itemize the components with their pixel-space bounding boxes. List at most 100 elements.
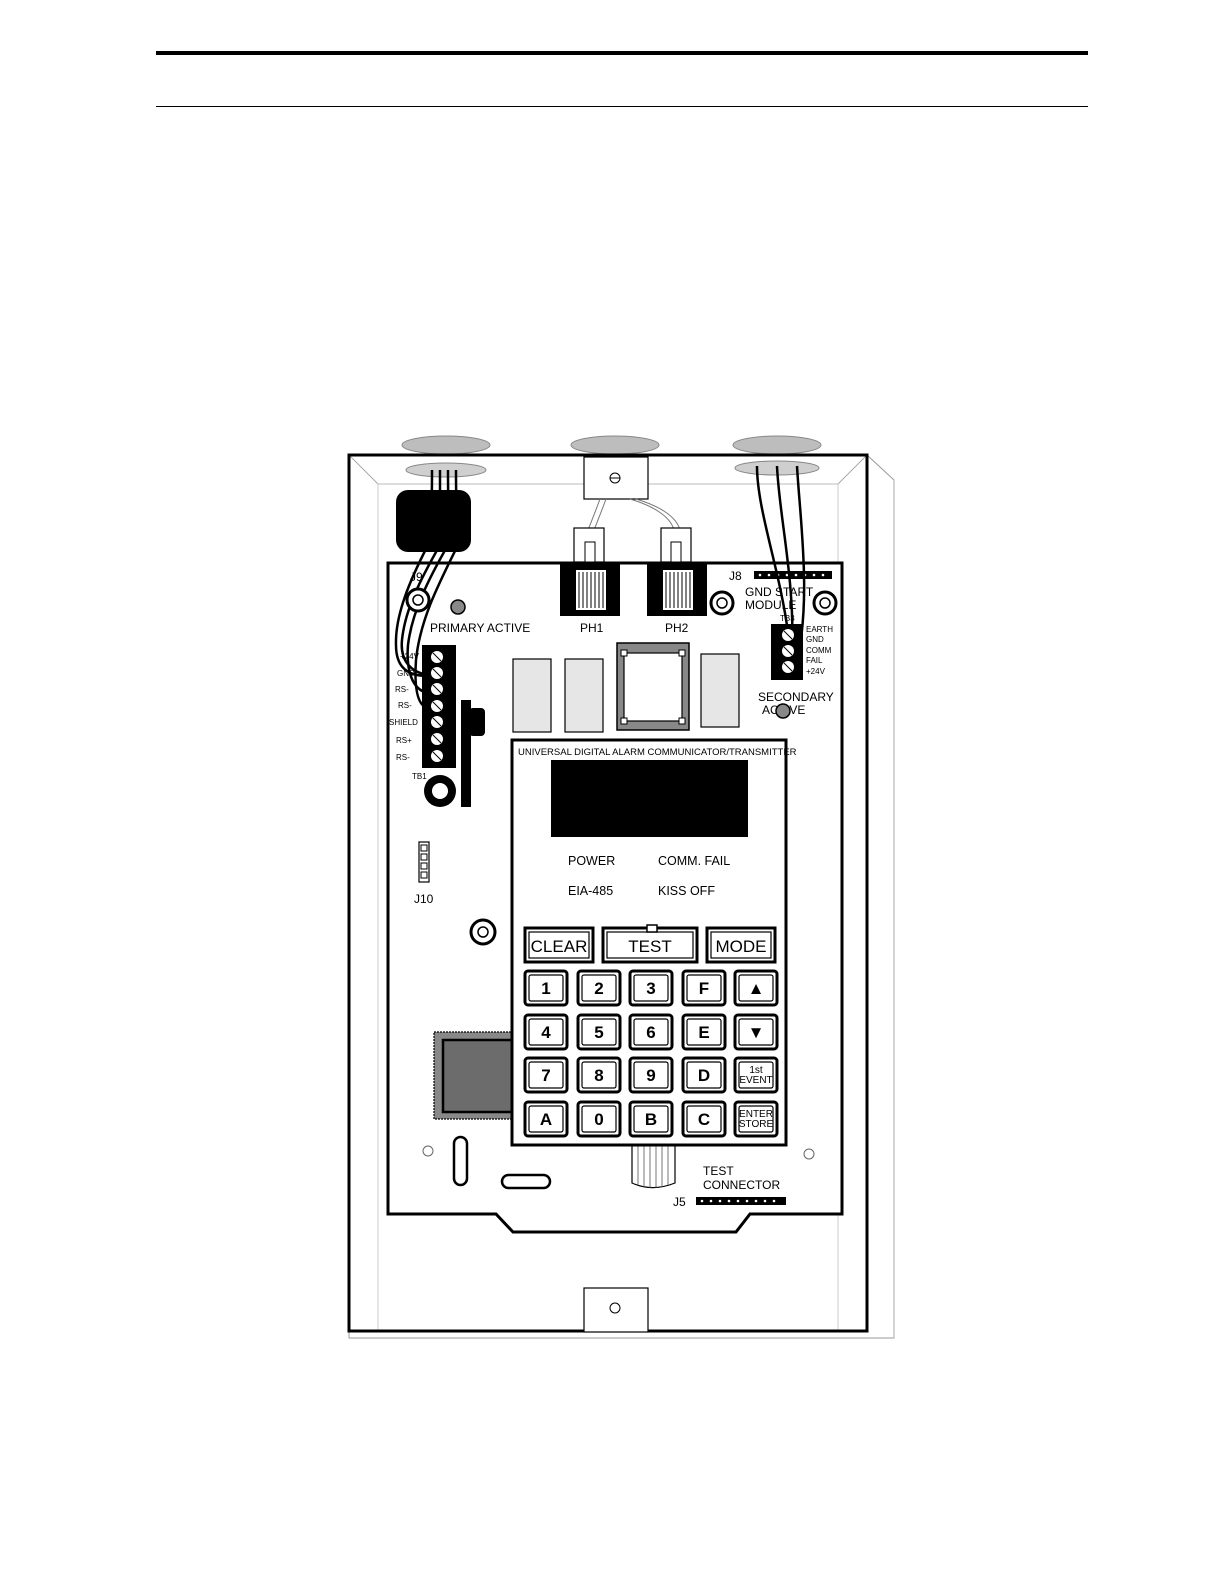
module-label: MODULE (745, 598, 796, 612)
phone-plug-ph2 (660, 527, 692, 563)
tb3-term-24v: +24V (806, 667, 826, 676)
gnd-start-label: GND START (745, 585, 814, 599)
key-down-arrow[interactable]: ▼ (733, 1013, 779, 1051)
tb3-term-gnd: GND (806, 635, 824, 644)
capacitor (424, 775, 456, 807)
tb3-term-earth: EARTH (806, 625, 833, 634)
tb1-term-rs-a: RS- (395, 685, 409, 694)
key-b[interactable]: B (628, 1100, 674, 1138)
key-d[interactable]: D (681, 1056, 727, 1094)
tb3-term-comm: COMM (806, 646, 832, 655)
keypad-top-row: CLEAR TEST MODE (523, 924, 777, 964)
key-a[interactable]: A (523, 1100, 569, 1138)
tb3-terminal-labels: EARTH GND COMM FAIL +24V (806, 625, 833, 676)
lcd-display (551, 760, 748, 837)
key-label: D (698, 1066, 710, 1085)
tb1-label: TB1 (412, 772, 427, 781)
key-label-line: EVENT (739, 1075, 772, 1086)
j10-label: J10 (414, 892, 434, 906)
key-frame (681, 1013, 727, 1051)
key-label: B (645, 1110, 657, 1129)
tb3-label: TB3 (780, 614, 795, 623)
key-0[interactable]: 0 (576, 1100, 622, 1138)
relay-components (512, 653, 740, 733)
key-face (633, 974, 669, 1002)
key-label-line: 1st (749, 1065, 763, 1076)
mode-button[interactable]: MODE (705, 926, 777, 964)
key-frame (681, 1056, 727, 1094)
key-face (633, 1018, 669, 1046)
test-label: TEST (703, 1164, 734, 1178)
key-e[interactable]: E (681, 1013, 727, 1051)
test-button[interactable]: TEST (601, 924, 699, 964)
key-face (581, 1018, 617, 1046)
tb1-term-rs-plus: RS+ (396, 736, 412, 745)
key-label: 7 (541, 1066, 550, 1085)
ph2-label: PH2 (665, 621, 689, 635)
key-7[interactable]: 7 (523, 1056, 569, 1094)
ph1-label: PH1 (580, 621, 604, 635)
key-f[interactable]: F (681, 969, 727, 1007)
key-frame (681, 1100, 727, 1138)
standoff-left-mid (469, 918, 497, 946)
key-face (686, 1061, 722, 1089)
key-frame (733, 1056, 779, 1094)
key-frame (628, 1056, 674, 1094)
j8-label: J8 (729, 569, 742, 583)
key-face (633, 1061, 669, 1089)
clear-button[interactable]: CLEAR (523, 926, 595, 964)
key-label: 4 (541, 1023, 551, 1042)
tb1-term-rs-b: RS- (398, 701, 412, 710)
key-up-arrow[interactable]: ▲ (733, 969, 779, 1007)
key-4[interactable]: 4 (523, 1013, 569, 1051)
tb3-terminal-block (771, 624, 803, 680)
key-face (528, 974, 564, 1002)
tb3-term-fail: FAIL (806, 656, 823, 665)
test-button-label: TEST (628, 937, 671, 956)
vertical-strip (461, 700, 471, 807)
ferrite-block (396, 490, 471, 552)
phone-jack-ph1 (560, 562, 620, 616)
tb1-terminal-labels: +24V GND RS- RS- SHIELD RS+ RS- (389, 652, 420, 762)
key-face (528, 1105, 564, 1133)
key-frame (576, 1056, 622, 1094)
key-frame (523, 1100, 569, 1138)
key-2[interactable]: 2 (576, 969, 622, 1007)
j10-header (418, 841, 430, 883)
led-eia485-label: EIA-485 (568, 884, 613, 898)
key-3[interactable]: 3 (628, 969, 674, 1007)
key-face (738, 1105, 774, 1133)
enclosure-knockouts (401, 435, 822, 455)
key-frame (733, 969, 779, 1007)
transformer (433, 1031, 520, 1120)
tb1-term-rs-minus: RS- (396, 753, 410, 762)
strip-tab (469, 708, 485, 736)
key-8[interactable]: 8 (576, 1056, 622, 1094)
key-face (581, 1105, 617, 1133)
top-bracket (583, 456, 649, 500)
key-6[interactable]: 6 (628, 1013, 674, 1051)
phone-jack-ph2 (647, 562, 707, 616)
key-frame (576, 969, 622, 1007)
key-frame (628, 969, 674, 1007)
j9-label: J9 (410, 570, 423, 584)
key-frame (576, 1100, 622, 1138)
key-1[interactable]: 1 (523, 969, 569, 1007)
key-label: F (699, 979, 709, 998)
key-c[interactable]: C (681, 1100, 727, 1138)
key-label: C (698, 1110, 710, 1129)
key-face (738, 1061, 774, 1089)
tb1-terminal-block (422, 645, 456, 768)
header-rule-thin (156, 106, 1088, 107)
key-9[interactable]: 9 (628, 1056, 674, 1094)
j5-header (696, 1197, 786, 1205)
key-label: ▲ (748, 979, 765, 998)
slot-vertical (452, 1135, 469, 1187)
standoff-right-top (812, 590, 838, 616)
key-frame (628, 1100, 674, 1138)
key-face (686, 1105, 722, 1133)
key-5[interactable]: 5 (576, 1013, 622, 1051)
